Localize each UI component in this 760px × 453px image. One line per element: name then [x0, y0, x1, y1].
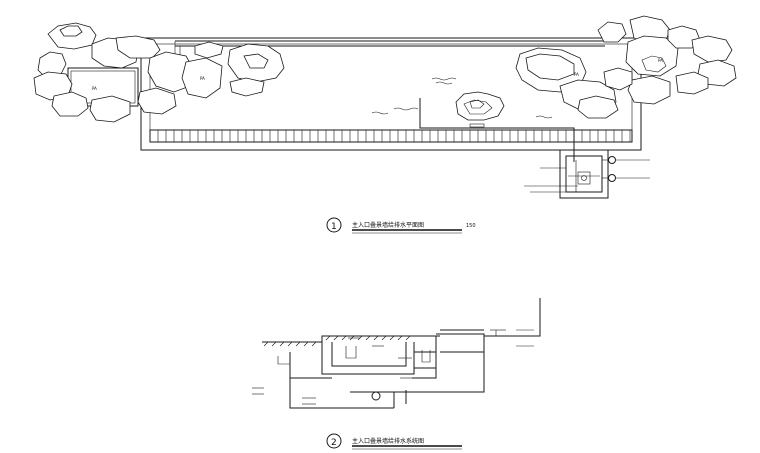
section-title: 主入口叠景墙给排水系统图 — [352, 437, 424, 445]
area-label-right: PA — [574, 72, 579, 77]
rock-cluster-right — [515, 15, 737, 119]
area-label-center-left: PA — [200, 76, 205, 81]
pipe-run — [419, 98, 575, 162]
rock-cluster-left — [33, 22, 285, 123]
plan-title-number: 1 — [331, 222, 337, 232]
section-title-number: 2 — [331, 438, 337, 448]
area-label-far-right: PA — [658, 58, 663, 63]
plan-title-block: 1 主入口叠景墙给排水平面图 150 — [326, 217, 476, 234]
level-markers — [252, 329, 534, 405]
section-view: 2 主入口叠景墙给排水系统图 — [252, 298, 541, 450]
pump-symbol — [371, 391, 381, 401]
coping-strip — [149, 129, 633, 143]
plan-scale: 150 — [466, 223, 476, 229]
area-label-left: PA — [92, 86, 97, 91]
fittings — [524, 156, 650, 193]
plan-view: PA PA PA PA — [33, 15, 737, 234]
plan-title: 主入口叠景墙给排水平面图 — [352, 221, 424, 229]
ground-hatch — [263, 335, 411, 347]
pump-pit — [559, 149, 609, 199]
stepping-stone — [455, 91, 505, 121]
water-ripples — [371, 77, 553, 119]
section-title-block: 2 主入口叠景墙给排水系统图 — [326, 433, 462, 450]
